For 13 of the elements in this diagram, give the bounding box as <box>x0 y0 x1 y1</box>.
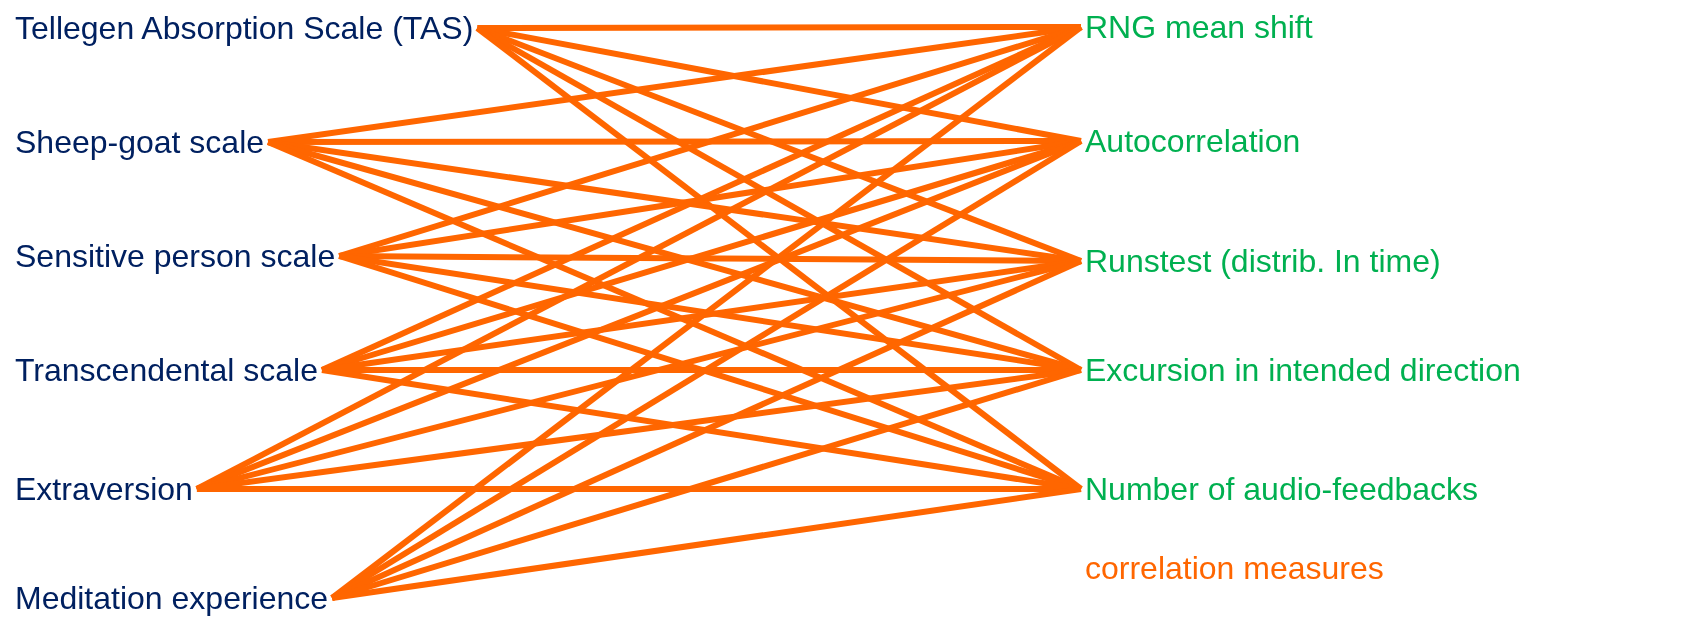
measure-label: Autocorrelation <box>1085 122 1301 160</box>
scale-label: Meditation experience <box>15 579 329 617</box>
scale-label: Extraversion <box>15 470 193 508</box>
note-text: correlation measures <box>1085 550 1384 586</box>
connector-line <box>331 486 1082 601</box>
measure-label: Number of audio-feedbacks <box>1085 470 1479 508</box>
scale-label: Tellegen Absorption Scale (TAS) <box>15 9 474 47</box>
measure-label: Excursion in intended direction <box>1085 351 1521 389</box>
measure-label: Runstest (distrib. In time) <box>1085 242 1441 280</box>
measure-label: RNG mean shift <box>1085 8 1313 46</box>
scale-label: Transcendental scale <box>15 351 318 389</box>
scale-label: Sensitive person scale <box>15 237 336 275</box>
scale-label: Sheep-goat scale <box>15 123 265 161</box>
